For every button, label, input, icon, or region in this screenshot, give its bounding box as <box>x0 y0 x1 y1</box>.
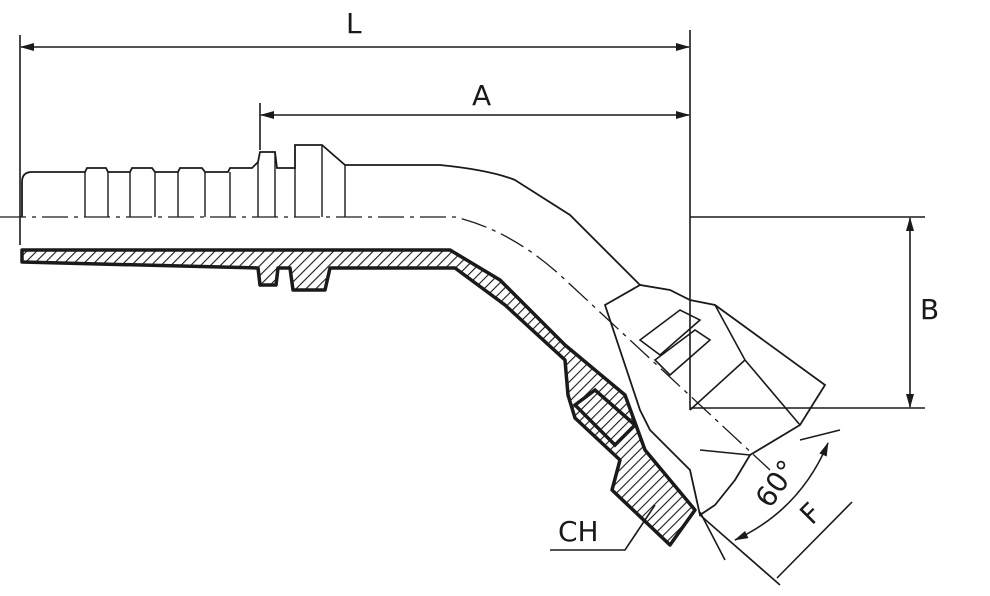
label-b: B <box>920 293 940 326</box>
hose-tail-outline <box>21 144 641 286</box>
angle-arc <box>734 442 829 541</box>
section-hatched <box>20 248 697 547</box>
label-a: A <box>472 79 492 112</box>
label-ch: CH <box>558 515 599 548</box>
ch-leader <box>550 504 656 551</box>
dimension-f-line <box>776 501 853 579</box>
label-l: L <box>346 7 362 40</box>
centerline <box>0 216 771 471</box>
